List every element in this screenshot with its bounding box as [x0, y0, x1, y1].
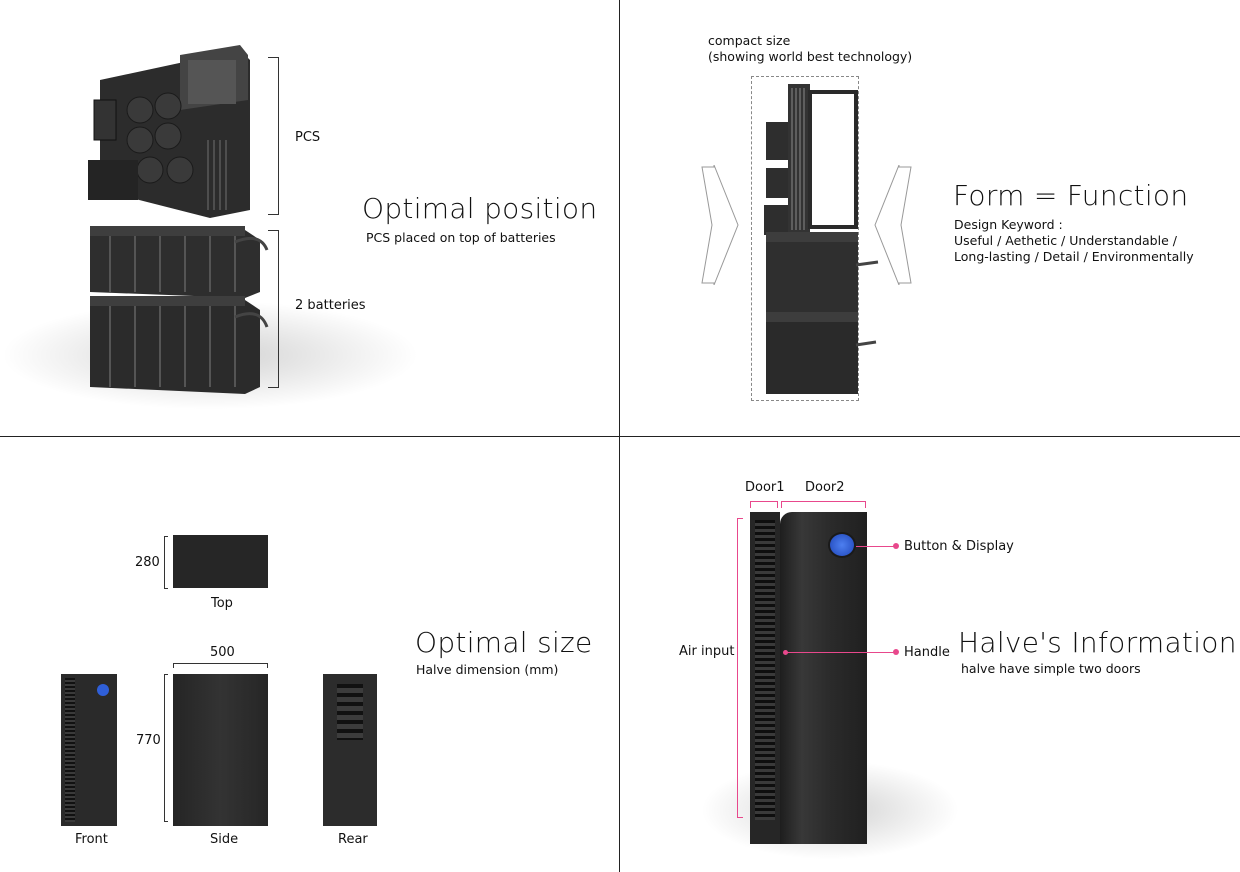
q3-title: Optimal size: [415, 626, 593, 659]
design-keyword-heading: Design Keyword :: [954, 217, 1063, 232]
compact-stack-render: [764, 84, 879, 394]
height-dimension: 770: [136, 733, 161, 748]
door1-label: Door1: [745, 480, 785, 495]
batteries-label: 2 batteries: [295, 298, 366, 313]
handle-callout-line: [786, 652, 896, 653]
rear-view-label: Rear: [338, 832, 368, 847]
compact-dashed-frame: [751, 76, 859, 401]
air-input-vent: [755, 520, 775, 820]
battery-module-top-render: [90, 226, 269, 298]
rear-view-vent: [337, 684, 363, 740]
handle-marker-dot: [783, 650, 788, 655]
horizontal-divider: [0, 436, 1240, 437]
left-arrow-icon: [701, 165, 739, 285]
top-dimension: 280: [135, 555, 160, 570]
top-view-label: Top: [211, 596, 233, 611]
design-keyword-line1: Useful / Aethetic / Understandable /: [954, 233, 1177, 248]
q1-subtitle: PCS placed on top of batteries: [366, 230, 556, 245]
button-callout-dot: [893, 543, 899, 549]
door2-panel[interactable]: [780, 512, 867, 844]
button-callout-line: [856, 546, 896, 547]
side-view-render: [173, 674, 268, 826]
q2-title: Form = Function: [953, 179, 1189, 212]
side-view-label: Side: [210, 832, 239, 847]
display-button-icon[interactable]: [828, 532, 856, 558]
q4-title: Halve's Information: [958, 626, 1237, 659]
front-view-render: [61, 674, 117, 826]
compact-caption-line1: compact size: [708, 33, 791, 48]
q1-title: Optimal position: [362, 192, 598, 225]
pcs-label: PCS: [295, 130, 321, 145]
front-view-label: Front: [75, 832, 108, 847]
front-view-vent: [65, 678, 75, 822]
front-view-display-icon: [97, 684, 109, 696]
air-input-bracket: [737, 518, 743, 818]
cabinet-render: [750, 512, 867, 844]
compact-caption-line2: (showing world best technology): [708, 49, 913, 64]
door2-label: Door2: [805, 480, 845, 495]
width-dimension: 500: [210, 645, 235, 660]
width-dimension-bracket: [173, 663, 268, 668]
handle-label: Handle: [904, 645, 950, 660]
q3-subtitle: Halve dimension (mm): [416, 662, 559, 677]
door2-bracket: [781, 501, 866, 508]
handle-callout-dot: [893, 649, 899, 655]
design-keyword-line2: Long-lasting / Detail / Environmentally: [954, 249, 1194, 264]
pcs-bracket: [268, 57, 279, 215]
door1-bracket: [750, 501, 778, 508]
pcs-module-render: [88, 45, 250, 218]
battery-module-bottom-render: [90, 296, 269, 394]
rear-view-render: [323, 674, 377, 826]
batteries-bracket: [268, 230, 279, 388]
right-arrow-icon: [874, 165, 912, 285]
button-display-label: Button & Display: [904, 539, 1014, 554]
door1-panel[interactable]: [750, 512, 780, 844]
top-dimension-bracket: [164, 536, 168, 589]
top-view-render: [173, 535, 268, 588]
air-input-label: Air input: [679, 644, 735, 659]
q4-subtitle: halve have simple two doors: [961, 661, 1141, 676]
height-dimension-bracket: [164, 674, 168, 822]
